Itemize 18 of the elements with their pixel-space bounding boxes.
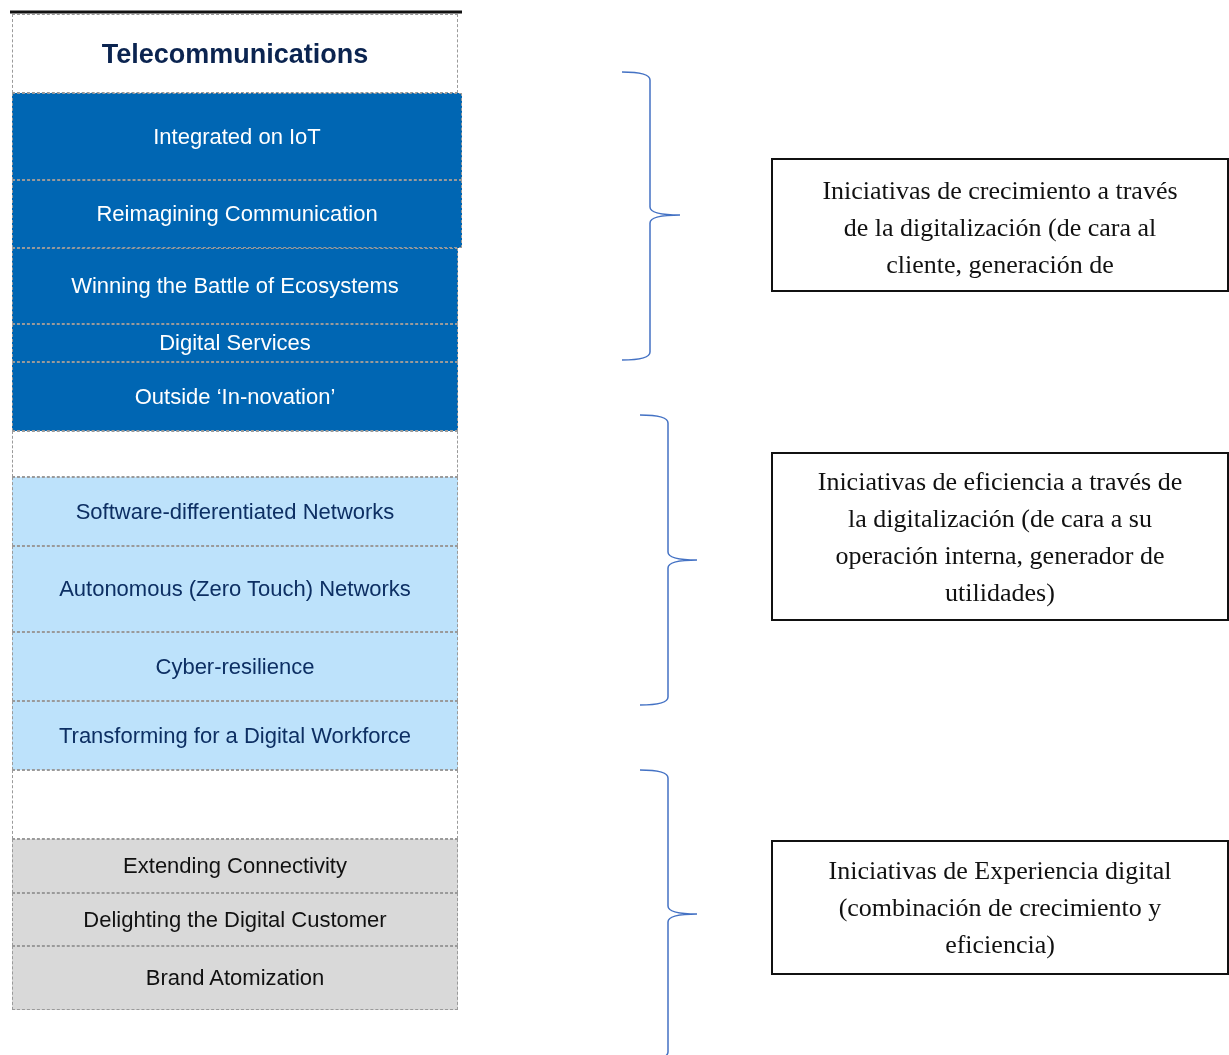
initiative-row: Reimagining Communication xyxy=(12,180,462,248)
initiative-row: Integrated on IoT xyxy=(12,93,462,180)
initiative-row: Brand Atomization xyxy=(12,946,458,1010)
initiative-row: Delighting the Digital Customer xyxy=(12,893,458,946)
initiative-row: Winning the Battle of Ecosystems xyxy=(12,248,458,324)
blank-row xyxy=(12,770,458,839)
blank-row xyxy=(12,431,458,477)
category-box: Iniciativas de Experiencia digital (combinación de crecimiento y eficiencia) xyxy=(771,840,1229,975)
category-box: Iniciativas de crecimiento a través de la digitalización (de cara al cliente, generación de xyxy=(771,158,1229,292)
initiative-row: Cyber-resilience xyxy=(12,632,458,701)
initiative-row: Autonomous (Zero Touch) Networks xyxy=(12,546,458,632)
column-header: Telecommunications xyxy=(12,14,458,93)
initiative-row: Digital Services xyxy=(12,324,458,362)
category-box: Iniciativas de eficiencia a través de la digitalización (de cara a su operación interna, generador de utilidades) xyxy=(771,452,1229,621)
initiative-row: Software-differentiated Networks xyxy=(12,477,458,546)
initiative-row: Extending Connectivity xyxy=(12,839,458,893)
initiative-row: Transforming for a Digital Workforce xyxy=(12,701,458,770)
initiative-row: Outside ‘In-novation’ xyxy=(12,362,458,431)
